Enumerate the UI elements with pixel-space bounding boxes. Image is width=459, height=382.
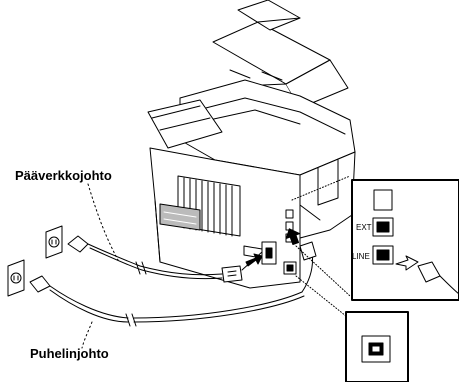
phone-cord-leader	[81, 321, 93, 349]
phone-line-cord	[29, 241, 317, 327]
power-arrow	[245, 253, 263, 267]
power-cord-label: Pääverkkojohto	[15, 168, 112, 183]
phone-wall-outlet	[7, 259, 25, 297]
phone-arrow	[285, 228, 301, 246]
phone-cord-label: Puhelinjohto	[30, 346, 109, 361]
power-cord-leader	[87, 183, 119, 261]
ext-port-label: EXT	[356, 223, 372, 232]
fax-machine-body	[147, 79, 356, 289]
power-switch-inset	[295, 275, 409, 382]
power-inlet	[261, 241, 277, 265]
power-wall-outlet	[45, 225, 63, 259]
jack-detail-inset	[291, 175, 459, 301]
power-switch	[283, 261, 297, 275]
line-port-label: LINE	[352, 252, 370, 261]
